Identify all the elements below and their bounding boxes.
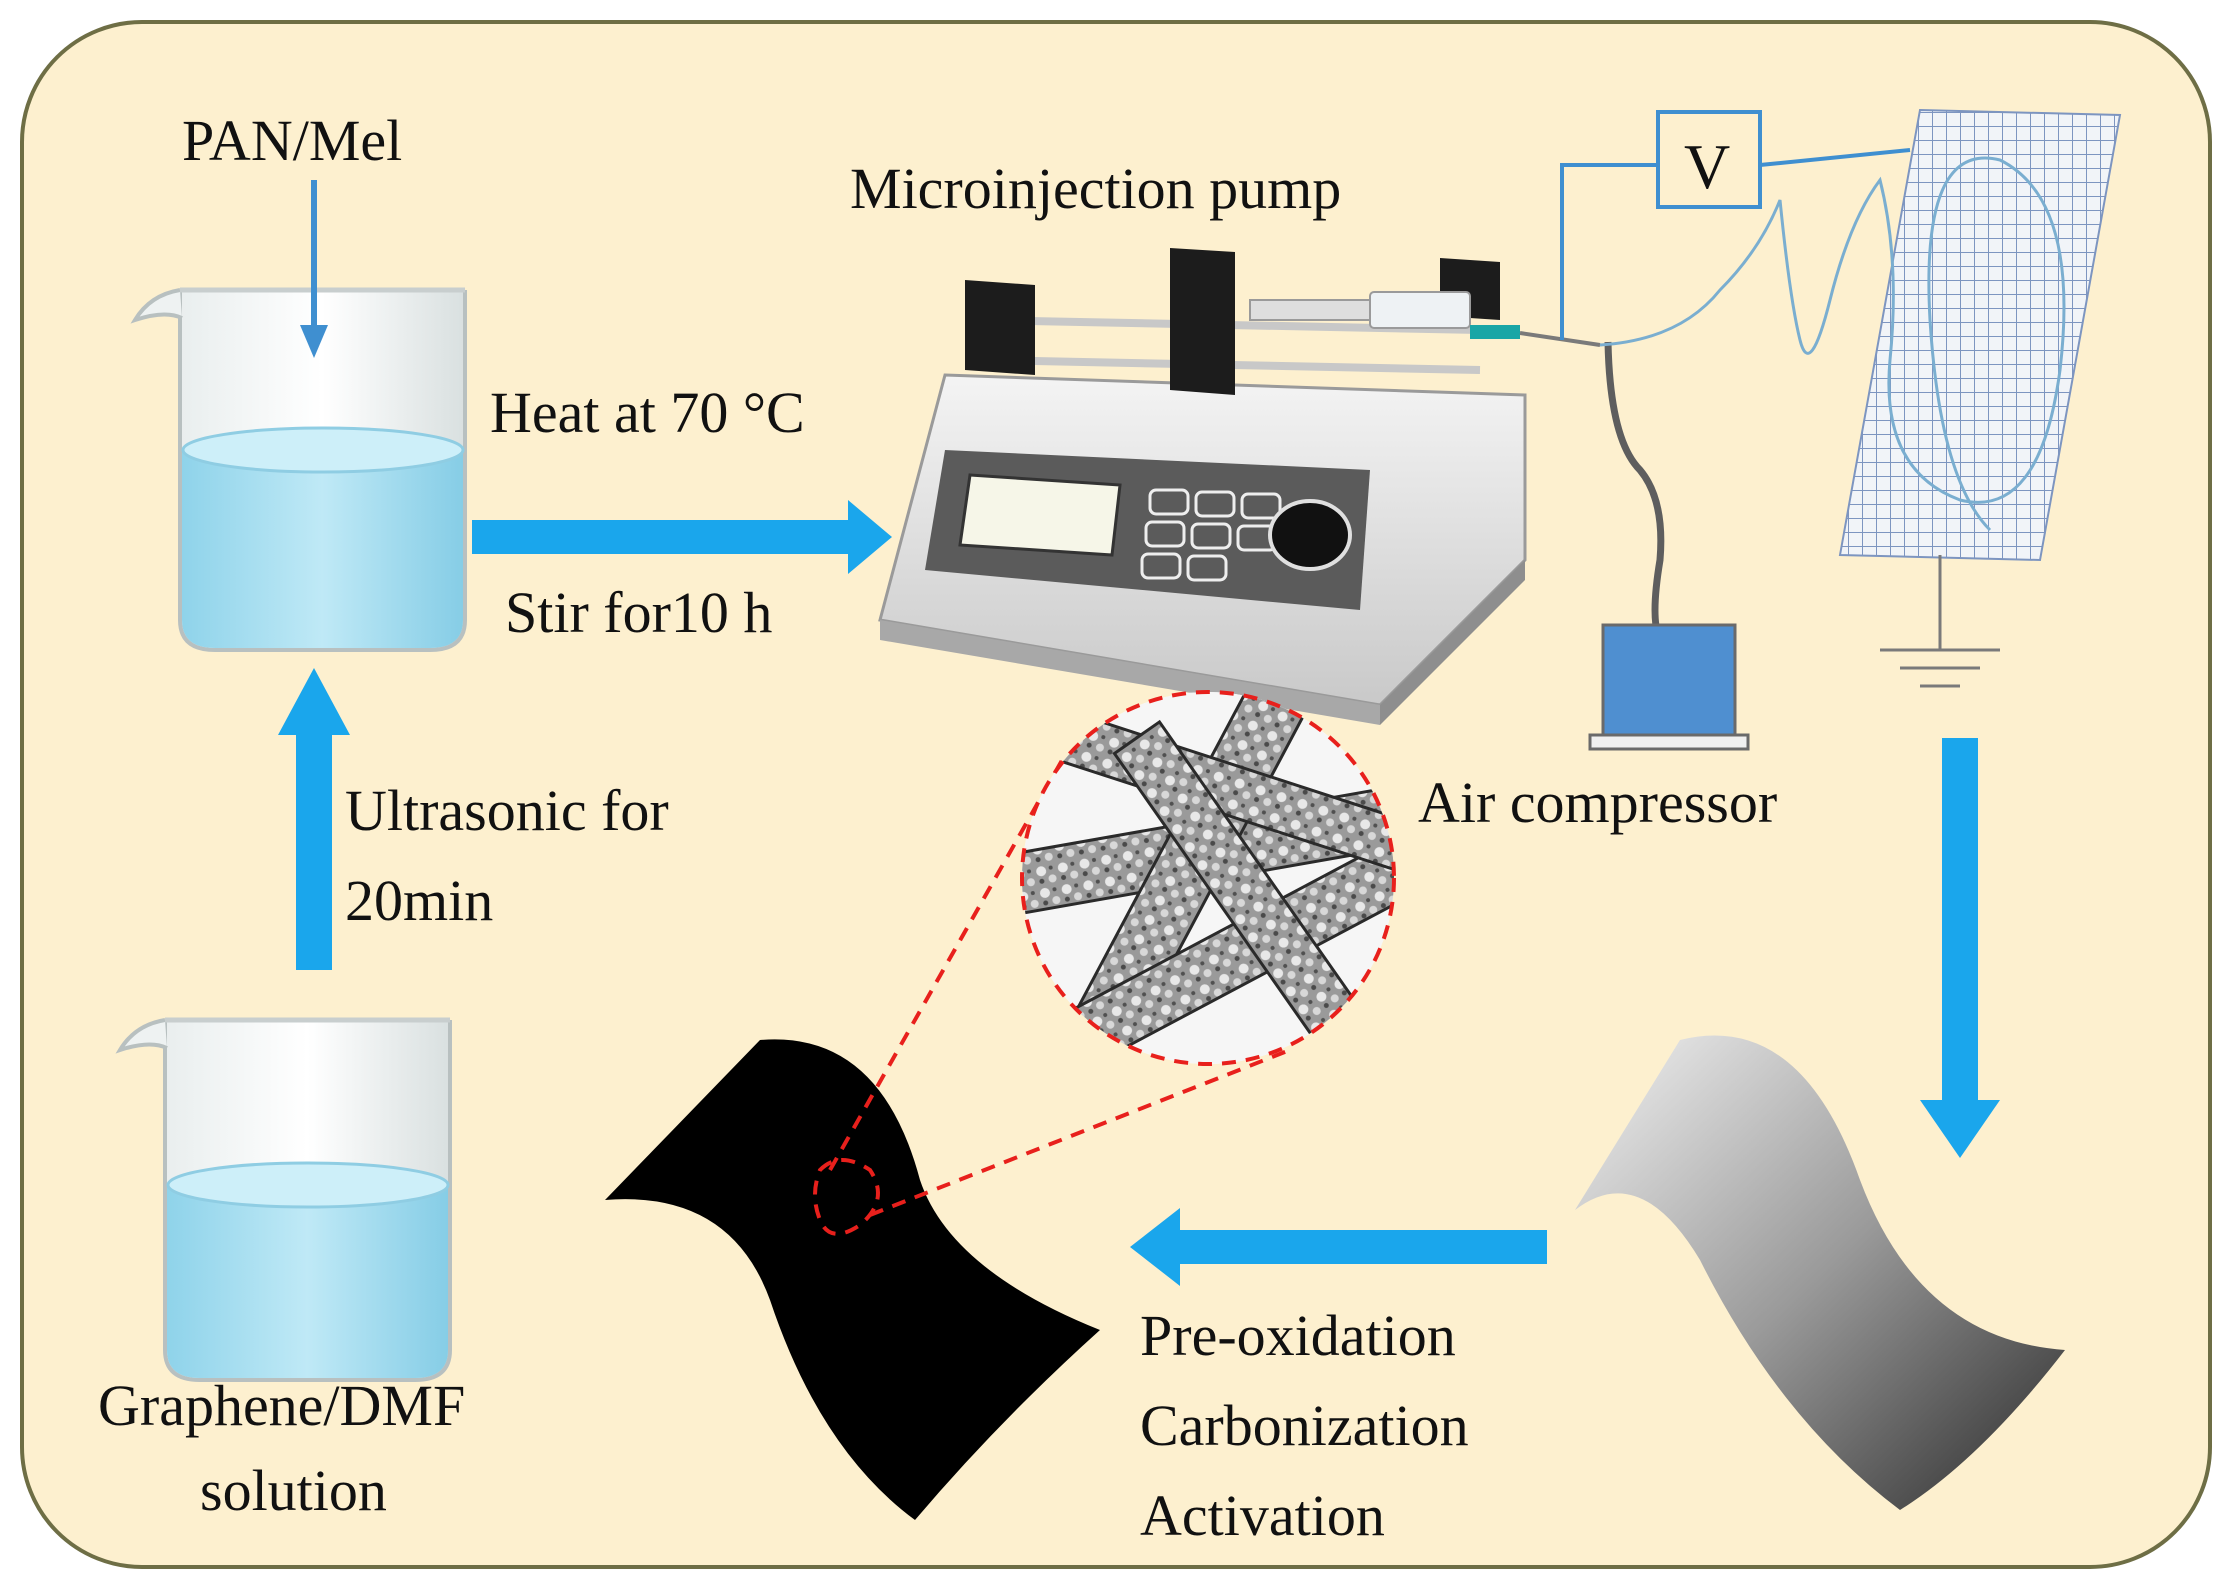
- collector-mesh-icon: [1838, 108, 2122, 562]
- label-20min: 20min: [345, 868, 493, 933]
- label-air-compressor: Air compressor: [1418, 770, 1777, 835]
- air-compressor-icon: [1588, 623, 1750, 751]
- air-hose: [1604, 341, 1665, 642]
- label-activation: Activation: [1140, 1483, 1385, 1548]
- label-pump: Microinjection pump: [850, 156, 1341, 221]
- thin-down-arrow: [300, 180, 328, 358]
- label-pre-oxidation: Pre-oxidation: [1140, 1303, 1456, 1368]
- label-heat: Heat at 70 °C: [490, 380, 805, 445]
- label-carbonization: Carbonization: [1140, 1393, 1469, 1458]
- ground-icon: [1880, 555, 2000, 688]
- label-pan-mel: PAN/Mel: [182, 108, 402, 173]
- up-arrow: [278, 668, 350, 970]
- beaker-icon: [115, 1017, 452, 1382]
- label-solution: solution: [200, 1458, 387, 1523]
- label-ultrasonic: Ultrasonic for: [345, 778, 669, 843]
- zoom-indicator: [813, 754, 1291, 1236]
- label-graphene: Graphene/DMF: [98, 1373, 465, 1438]
- label-stir: Stir for10 h: [505, 580, 772, 645]
- beaker-icon: [130, 287, 467, 652]
- down-arrow: [1920, 738, 2000, 1158]
- left-arrow: [1130, 1208, 1547, 1286]
- gray-fiber-mat: [1575, 1035, 2065, 1510]
- fiber-jet: [1599, 156, 2066, 532]
- nanofiber-zoom-icon: [1020, 690, 1396, 1066]
- right-arrow: [472, 500, 892, 574]
- carbon-fiber-mat: [605, 1039, 1100, 1520]
- voltage-circuit: [1560, 110, 1911, 340]
- voltmeter-label: V: [1684, 131, 1730, 202]
